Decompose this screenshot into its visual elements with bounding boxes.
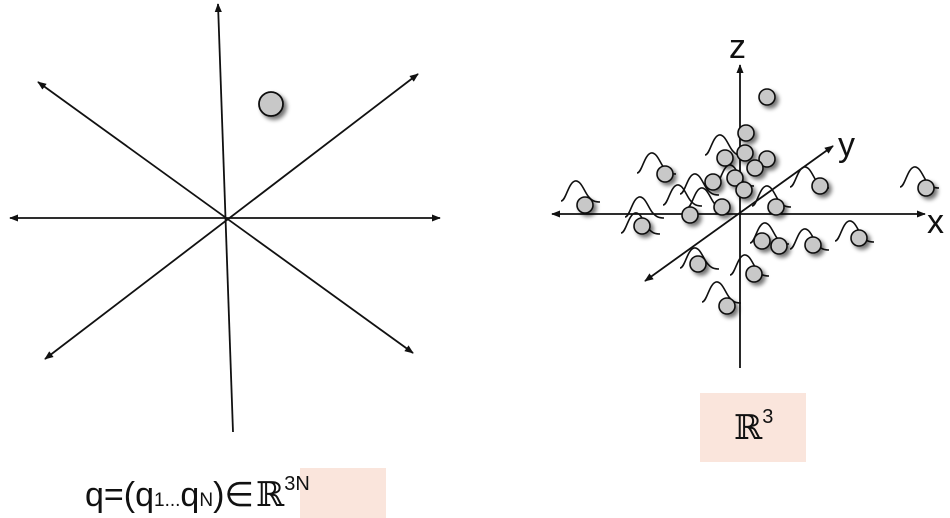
formula-dots: ... (164, 490, 181, 511)
particle (735, 181, 753, 199)
particle (689, 255, 707, 273)
particle (704, 173, 722, 191)
particle (656, 165, 674, 183)
z-axis-label: z (729, 28, 746, 66)
y-axis-label: y (838, 126, 855, 164)
particle (758, 150, 776, 168)
physical-space-axes (551, 64, 926, 368)
configuration-formula: q=(q1...qN)∈ℝ3N (85, 473, 310, 515)
particle (681, 206, 699, 224)
particles (576, 88, 935, 315)
r3n-highlight-box (300, 468, 386, 518)
particle (770, 237, 788, 255)
space-exponent-3n: 3N (284, 473, 310, 495)
formula-rhs: )∈ (213, 476, 255, 514)
particle (804, 236, 822, 254)
particle (758, 88, 776, 106)
space-exponent: 3 (762, 406, 774, 428)
space-symbol: ℝ (734, 408, 763, 448)
particle (716, 149, 734, 167)
particle (917, 179, 935, 197)
particle (576, 196, 594, 214)
particle (850, 229, 868, 247)
particle (736, 144, 754, 162)
particle (737, 124, 755, 142)
axis-diagonal-b (44, 73, 419, 360)
configuration-space-axes (9, 3, 441, 433)
space-symbol-3n: ℝ (256, 475, 285, 515)
formula-sub-1: 1 (154, 490, 165, 511)
x-axis-label: x (927, 203, 944, 241)
particle (718, 297, 736, 315)
r3-label: ℝ3 (734, 406, 774, 448)
particle (811, 177, 829, 195)
particle (746, 159, 764, 177)
configuration-point (258, 91, 284, 117)
formula-lhs: q=(q (85, 476, 154, 514)
particle (767, 198, 785, 216)
formula-qn: q (180, 476, 200, 514)
particle (726, 169, 744, 187)
particle (713, 198, 731, 216)
formula-sub-n: N (199, 490, 214, 511)
particle (745, 265, 763, 283)
particle (753, 232, 771, 250)
r3-highlight-box (700, 393, 806, 462)
particle (633, 217, 651, 235)
